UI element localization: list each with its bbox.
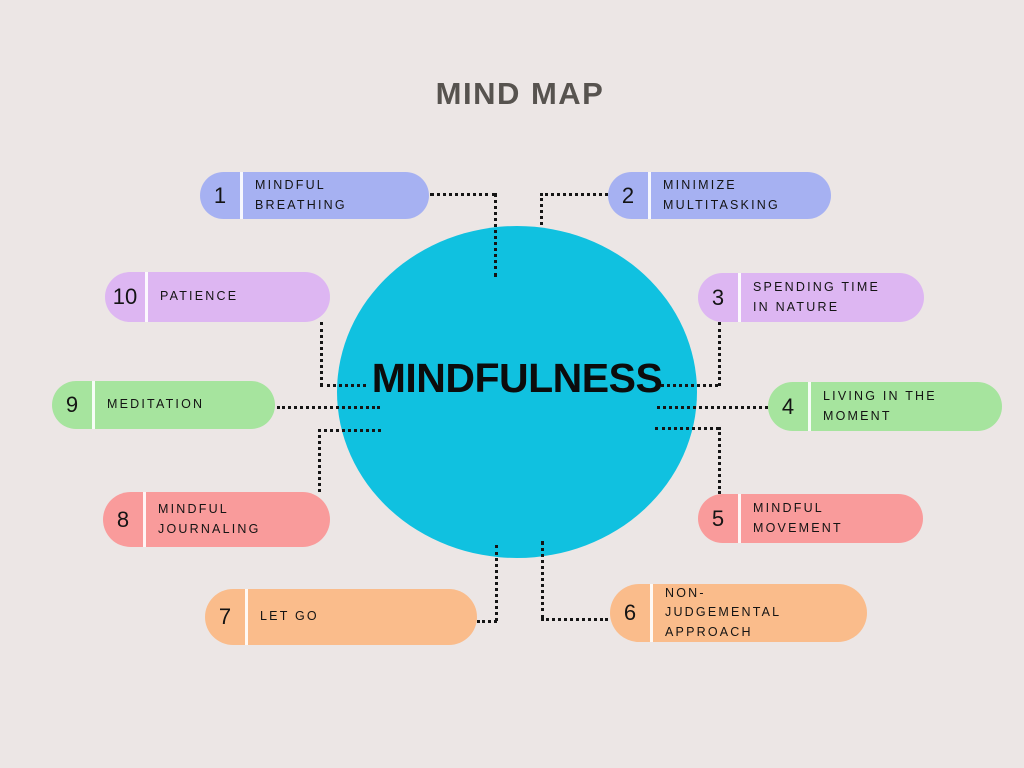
- node-number: 10: [112, 284, 138, 309]
- connector-node3-v: [718, 322, 721, 386]
- node-label: NON- JUDGEMENTAL APPROACH: [665, 585, 782, 639]
- node-divider: [808, 382, 811, 431]
- connector-node10-v: [320, 322, 323, 386]
- node-label: LET GO: [260, 609, 319, 624]
- connector-node5-h: [655, 427, 719, 430]
- node-divider: [648, 172, 651, 219]
- node-label: MEDITATION: [107, 397, 205, 412]
- node-divider: [738, 494, 741, 543]
- connector-node2-v: [540, 193, 543, 225]
- node-number: 6: [623, 600, 637, 625]
- node-divider: [92, 381, 95, 429]
- node-label: LIVING IN THE MOMENT: [823, 389, 937, 423]
- node-1-mindful-breathing[interactable]: 1 MINDFUL BREATHING: [200, 172, 429, 219]
- node-9-meditation[interactable]: 9 MEDITATION: [52, 381, 275, 429]
- node-number: 5: [711, 505, 725, 531]
- connector-node4-h: [657, 406, 768, 409]
- node-divider: [240, 172, 243, 219]
- page-title: MIND MAP: [435, 76, 605, 111]
- node-number: 8: [116, 506, 130, 532]
- connector-node10-h: [320, 384, 366, 387]
- connector-node8-v: [318, 429, 321, 492]
- node-divider: [738, 273, 741, 322]
- node-divider: [145, 272, 148, 322]
- node-divider: [650, 584, 653, 642]
- node-number: 7: [218, 604, 232, 629]
- node-label: MINIMIZE MULTITASKING: [663, 178, 780, 212]
- connector-node7-h: [477, 620, 497, 623]
- connector-node1-v: [494, 193, 497, 277]
- node-divider: [143, 492, 146, 547]
- connector-node6-v: [541, 541, 544, 619]
- connector-node9-h: [277, 406, 380, 409]
- node-number: 4: [781, 393, 795, 419]
- node-label: MINDFUL BREATHING: [255, 178, 347, 212]
- connector-node7-v: [495, 545, 498, 621]
- node-4-living-in-the-moment[interactable]: 4 LIVING IN THE MOMENT: [768, 382, 1002, 431]
- central-topic[interactable]: MINDFULNESS: [337, 226, 697, 558]
- node-label: MINDFUL JOURNALING: [158, 502, 261, 536]
- node-number: 1: [213, 182, 227, 208]
- node-number: 2: [621, 182, 635, 208]
- node-divider: [245, 589, 248, 645]
- connector-node5-v: [718, 427, 721, 494]
- node-label: PATIENCE: [160, 289, 239, 304]
- node-label: SPENDING TIME IN NATURE: [753, 280, 880, 314]
- central-topic-label: MINDFULNESS: [371, 354, 663, 401]
- node-7-let-go[interactable]: 7 LET GO: [205, 589, 477, 645]
- connector-node1-h: [430, 193, 496, 196]
- node-5-mindful-movement[interactable]: 5 MINDFUL MOVEMENT: [698, 494, 923, 543]
- connector-node2-h: [540, 193, 608, 196]
- node-10-patience[interactable]: 10 PATIENCE: [105, 272, 330, 322]
- connector-node3-h: [661, 384, 718, 387]
- node-3-spending-time-in-nature[interactable]: 3 SPENDING TIME IN NATURE: [698, 273, 924, 322]
- node-6-non-judgemental-approach[interactable]: 6 NON- JUDGEMENTAL APPROACH: [610, 584, 867, 642]
- node-number: 9: [65, 392, 79, 417]
- connector-node6-h: [541, 618, 608, 621]
- node-8-mindful-journaling[interactable]: 8 MINDFUL JOURNALING: [103, 492, 330, 547]
- node-number: 3: [711, 284, 725, 310]
- connector-node8-h: [318, 429, 381, 432]
- node-label: MINDFUL MOVEMENT: [753, 501, 843, 535]
- node-2-minimize-multitasking[interactable]: 2 MINIMIZE MULTITASKING: [608, 172, 831, 219]
